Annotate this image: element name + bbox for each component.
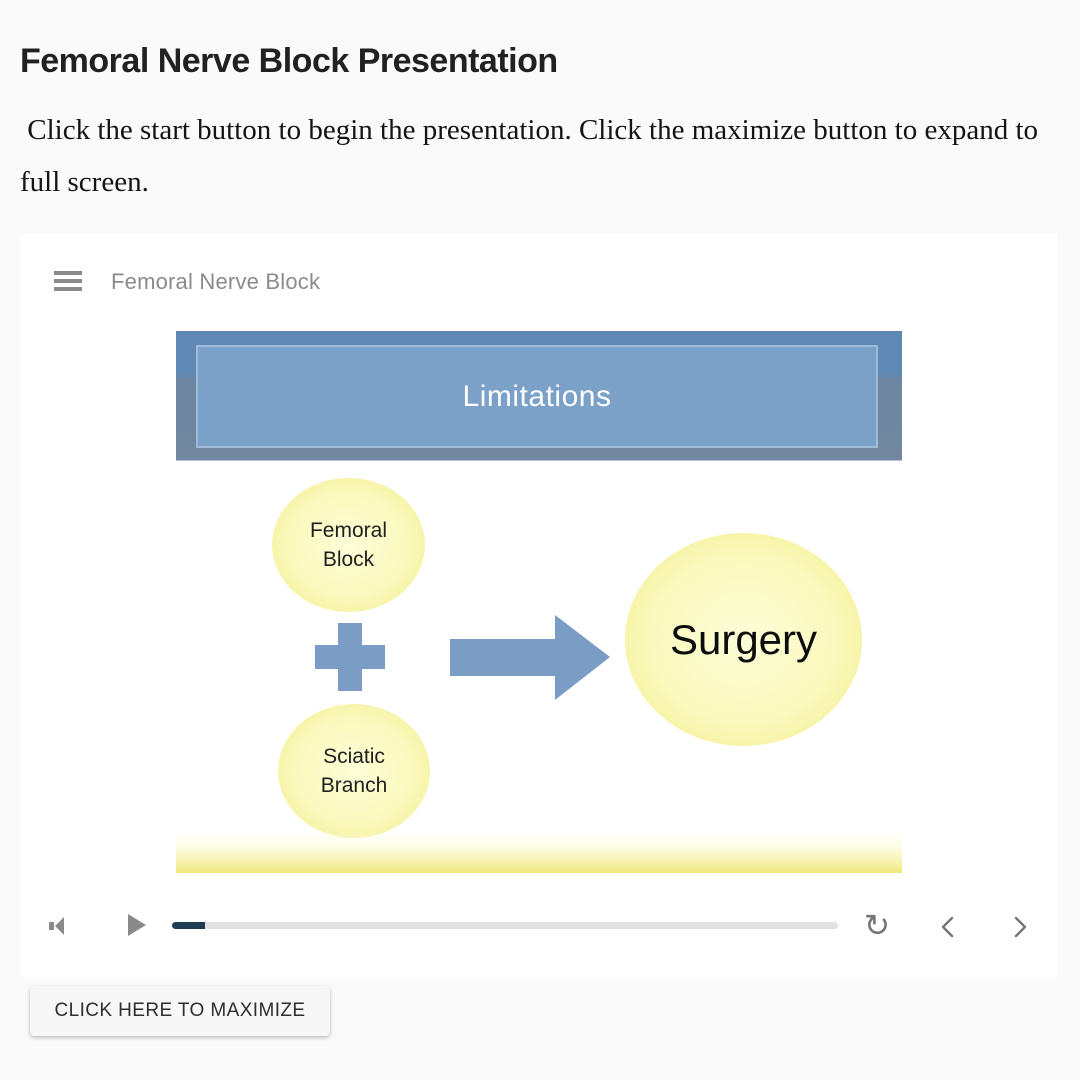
- instructions-text: Click the start button to begin the pres…: [20, 114, 1046, 198]
- next-button[interactable]: [1010, 915, 1030, 939]
- previous-button[interactable]: [938, 915, 958, 939]
- page-title: Femoral Nerve Block Presentation: [20, 42, 558, 80]
- plus-icon: [315, 623, 385, 691]
- progress-fill: [172, 922, 206, 929]
- player-title: Femoral Nerve Block: [111, 269, 321, 294]
- volume-button[interactable]: [47, 913, 69, 939]
- sciatic-branch-label-line2: Branch: [320, 774, 388, 797]
- femoral-block-label-line2: Block: [322, 548, 375, 571]
- surgery-label: Surgery: [669, 615, 818, 663]
- slide-title-banner: Limitations: [176, 331, 902, 460]
- speaker-icon: [49, 917, 64, 935]
- surgery-circle: Surgery: [625, 533, 862, 746]
- femoral-block-circle: Femoral Block: [272, 478, 425, 612]
- replay-button[interactable]: ↻: [864, 907, 890, 945]
- chevron-left-icon: [941, 916, 954, 938]
- play-button[interactable]: [127, 913, 147, 937]
- progress-bar[interactable]: [172, 922, 838, 929]
- slide-title: Limitations: [462, 379, 612, 413]
- hamburger-icon: [54, 271, 82, 275]
- sciatic-branch-circle: Sciatic Branch: [278, 704, 430, 838]
- hamburger-icon: [54, 287, 82, 291]
- play-icon: [128, 914, 146, 936]
- maximize-button[interactable]: CLICK HERE TO MAXIMIZE: [30, 986, 330, 1036]
- replay-icon: ↻: [864, 908, 890, 944]
- hamburger-icon: [54, 279, 82, 283]
- sciatic-branch-label-line1: Sciatic: [323, 745, 385, 768]
- presentation-player: Femoral Nerve Block Limitations Femoral …: [21, 234, 1057, 977]
- arrow-right-icon: [450, 615, 610, 700]
- menu-button[interactable]: [54, 271, 82, 291]
- slide-title-banner-inner: Limitations: [196, 345, 878, 448]
- chevron-right-icon: [1014, 916, 1027, 938]
- femoral-block-label-line1: Femoral: [309, 519, 388, 542]
- slide-footer-bar: [176, 832, 902, 873]
